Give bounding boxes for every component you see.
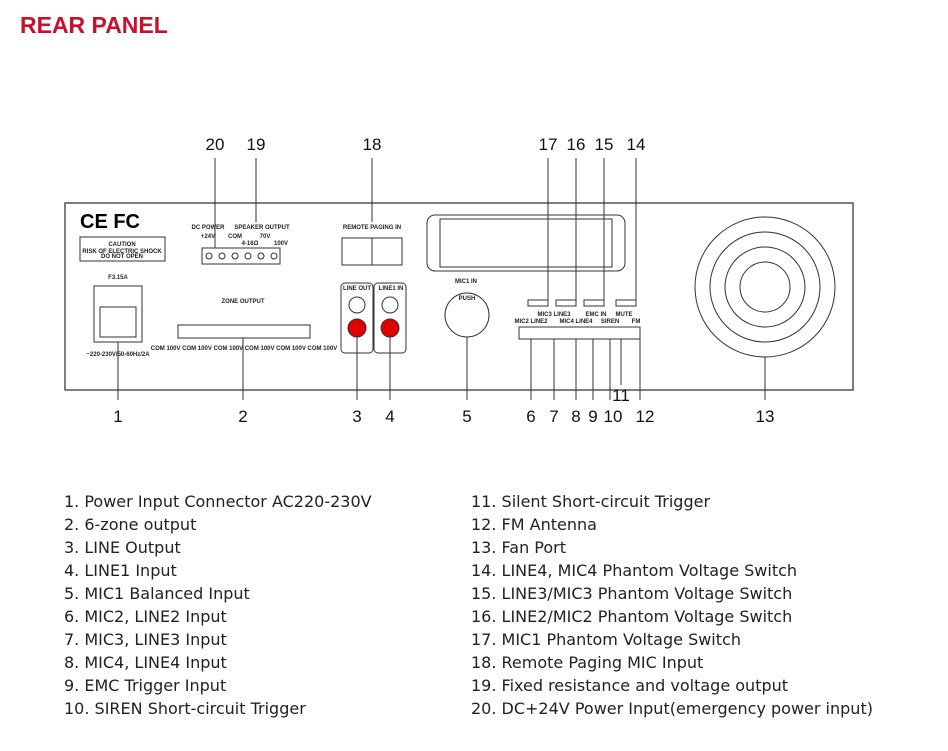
callout: 7 [549,407,558,426]
callout: 19 [247,135,266,154]
legend-item: 20. DC+24V Power Input(emergency power i… [471,699,873,718]
term-label: EMC IN [586,312,607,318]
caution-sub: RISK OF ELECTRIC SHOCK [82,249,162,255]
speaker-term: 70V [260,234,271,240]
legend-item: 8. MIC4, LINE4 Input [64,653,227,672]
legend-item: 9. EMC Trigger Input [64,676,227,695]
legend-item: 6. MIC2, LINE2 Input [64,607,227,626]
legend-item: 1. Power Input Connector AC220-230V [64,492,372,511]
callout: 10 [604,407,623,426]
callout: 18 [363,135,382,154]
callouts-top: 20 19 18 17 16 15 14 [206,135,646,154]
legend-item: 17. MIC1 Phantom Voltage Switch [471,630,741,649]
line1-in-label: LINE1 IN [379,286,404,292]
callout: 15 [595,135,614,154]
legend-left: 1. Power Input Connector AC220-230V 2. 6… [64,490,372,720]
legend-item: 10. SIREN Short-circuit Trigger [64,699,306,718]
callout: 8 [571,407,580,426]
legend-item: 13. Fan Port [471,538,567,557]
legend-item: 19. Fixed resistance and voltage output [471,676,789,695]
line1-in-jack [381,296,399,314]
speaker-terminal-block [201,247,281,265]
chassis [64,202,854,391]
term-label: SIREN [601,319,619,325]
legend-item: 15. LINE3/MIC3 Phantom Voltage Switch [471,584,793,603]
callout: 12 [636,407,655,426]
speaker-term: COM [228,234,242,240]
term-label: MIC2 LINE2 [514,319,548,325]
term-label: MUTE [616,312,633,318]
legend-item: 3. LINE Output [64,538,181,557]
zone-output-label: ZONE OUTPUT [222,299,265,305]
term-label: MIC3 LINE3 [537,312,571,318]
callout: 5 [462,407,471,426]
callout: 11 [612,386,630,405]
line1-in-red-jack [380,318,400,338]
callout: 13 [756,407,775,426]
speaker-term: 4-16Ω [242,241,259,247]
legend-item: 2. 6-zone output [64,515,197,534]
zone-terms: COM 100V COM 100V COM 100V COM 100V COM … [151,346,337,352]
callout: 16 [567,135,586,154]
dc-24v-label: +24V [201,234,215,240]
line-out-label: LINE OUT [343,286,371,292]
callout: 2 [238,407,247,426]
line-out-jack [348,296,366,314]
speaker-term: 100V [274,241,288,247]
callout: 3 [352,407,361,426]
legend-item: 4. LINE1 Input [64,561,177,580]
phantom-switches [527,299,637,307]
remote-paging-label: REMOTE PAGING IN [343,225,401,231]
push-label: PUSH [459,296,476,302]
callout: 6 [526,407,535,426]
blank-plate [426,214,626,272]
speaker-output-label: SPEAKER OUTPUT [234,225,290,231]
term-label: MIC4 LINE4 [559,319,593,325]
line-out-red-jack [347,318,367,338]
legend-item: 18. Remote Paging MIC Input [471,653,704,672]
legend-item: 16. LINE2/MIC2 Phantom Voltage Switch [471,607,793,626]
callout: 20 [206,135,225,154]
zone-terminal-block [177,324,311,339]
cert-logos: CE FC [80,211,140,233]
dc-power-label: DC POWER [192,225,226,231]
legend-item: 14. LINE4, MIC4 Phantom Voltage Switch [471,561,798,580]
callout: 14 [627,135,646,154]
caution-label: CAUTION [108,242,135,248]
fuse-label: F3.15A [108,275,128,281]
page-title: REAR PANEL [20,12,168,38]
callout: 17 [539,135,558,154]
term-label: FM [632,319,641,325]
legend-item: 7. MIC3, LINE3 Input [64,630,227,649]
legend-item: 11. Silent Short-circuit Trigger [471,492,711,511]
callout: 4 [385,407,394,426]
legend-item: 12. FM Antenna [471,515,597,534]
mic1-in-label: MIC1 IN [455,279,477,285]
callout: 1 [113,407,122,426]
callouts-bottom: 1 2 3 4 5 6 7 8 9 10 11 12 13 [113,386,774,426]
legend-item: 5. MIC1 Balanced Input [64,584,250,603]
fan-grille [694,216,836,358]
caution-sub2: DO NOT OPEN [101,254,143,260]
input-terminal-block [518,326,641,340]
legend-right: 11. Silent Short-circuit Trigger 12. FM … [471,490,873,720]
callout: 9 [588,407,597,426]
